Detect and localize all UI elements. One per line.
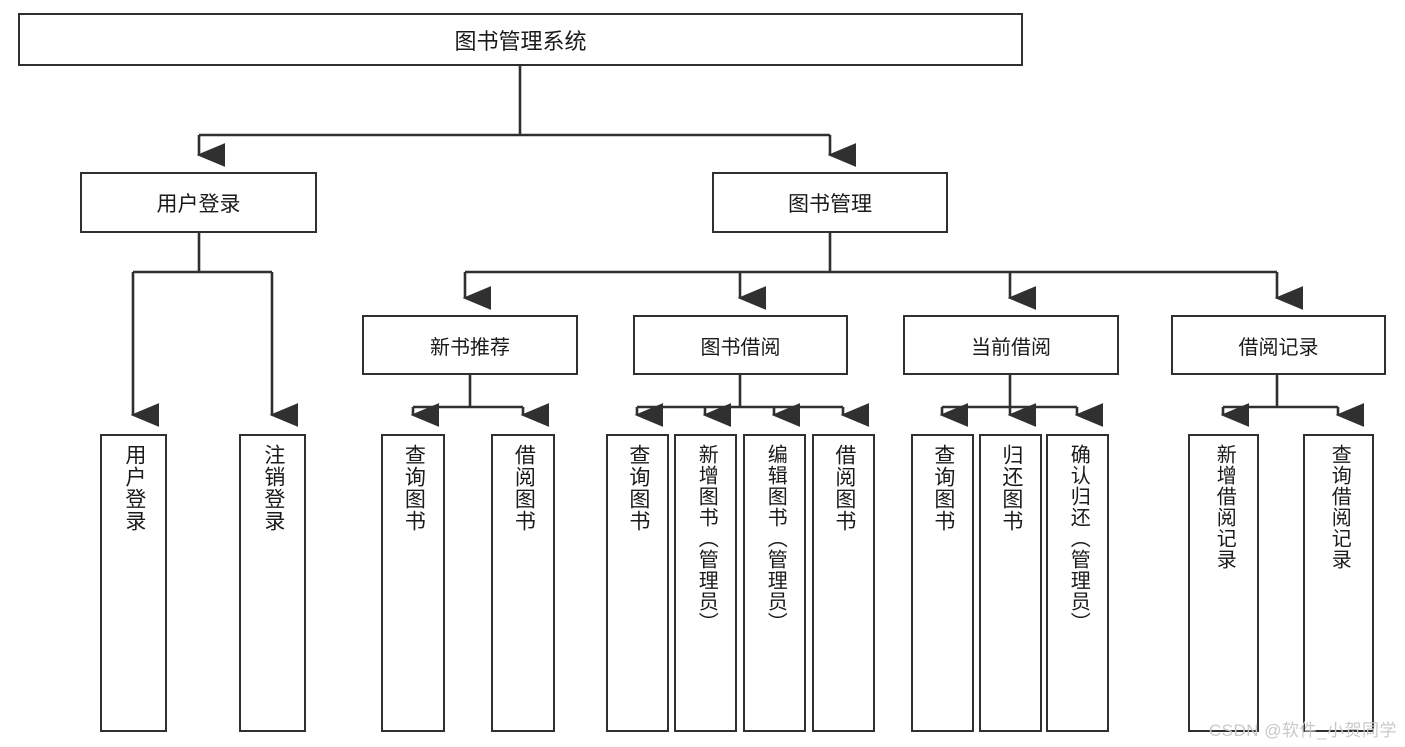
leaf-label: 查询图书 xyxy=(626,444,650,532)
node-leaf-query-record[interactable]: 查询借阅记录 xyxy=(1303,434,1374,732)
node-leaf-edit-book[interactable]: 编辑图书（管理员） xyxy=(743,434,806,732)
node-current-borrow[interactable]: 当前借阅 xyxy=(903,315,1119,375)
watermark-text: CSDN @软件_小贺同学 xyxy=(1208,721,1397,740)
node-leaf-confirm-return[interactable]: 确认归还（管理员） xyxy=(1046,434,1109,732)
node-book-borrow[interactable]: 图书借阅 xyxy=(633,315,848,375)
leaf-label: 注销登录 xyxy=(261,444,285,532)
node-root-system[interactable]: 图书管理系统 xyxy=(18,13,1023,66)
node-leaf-query-book-1[interactable]: 查询图书 xyxy=(381,434,445,732)
node-leaf-query-book-2[interactable]: 查询图书 xyxy=(606,434,669,732)
node-leaf-borrow-book-1[interactable]: 借阅图书 xyxy=(491,434,555,732)
leaf-label: 确认归还（管理员） xyxy=(1067,444,1090,633)
node-user-login[interactable]: 用户登录 xyxy=(80,172,317,233)
leaf-label: 查询借阅记录 xyxy=(1328,444,1351,570)
leaf-label: 新增借阅记录 xyxy=(1213,444,1236,570)
leaf-label: 借阅图书 xyxy=(832,444,856,532)
node-leaf-borrow-book-2[interactable]: 借阅图书 xyxy=(812,434,875,732)
node-leaf-add-book[interactable]: 新增图书（管理员） xyxy=(674,434,737,732)
leaf-label: 编辑图书（管理员） xyxy=(764,444,787,633)
node-borrow-record[interactable]: 借阅记录 xyxy=(1171,315,1386,375)
leaf-label: 查询图书 xyxy=(402,444,426,532)
node-leaf-query-book-3[interactable]: 查询图书 xyxy=(911,434,974,732)
node-leaf-add-record[interactable]: 新增借阅记录 xyxy=(1188,434,1259,732)
node-leaf-logout-login[interactable]: 注销登录 xyxy=(239,434,306,732)
node-new-book-recommend[interactable]: 新书推荐 xyxy=(362,315,578,375)
leaf-label: 借阅图书 xyxy=(512,444,536,532)
node-leaf-return-book[interactable]: 归还图书 xyxy=(979,434,1042,732)
leaf-label: 归还图书 xyxy=(999,444,1023,532)
leaf-label: 新增图书（管理员） xyxy=(695,444,718,633)
node-book-management[interactable]: 图书管理 xyxy=(712,172,948,233)
leaf-label: 用户登录 xyxy=(122,444,146,532)
leaf-label: 查询图书 xyxy=(931,444,955,532)
node-leaf-user-login[interactable]: 用户登录 xyxy=(100,434,167,732)
